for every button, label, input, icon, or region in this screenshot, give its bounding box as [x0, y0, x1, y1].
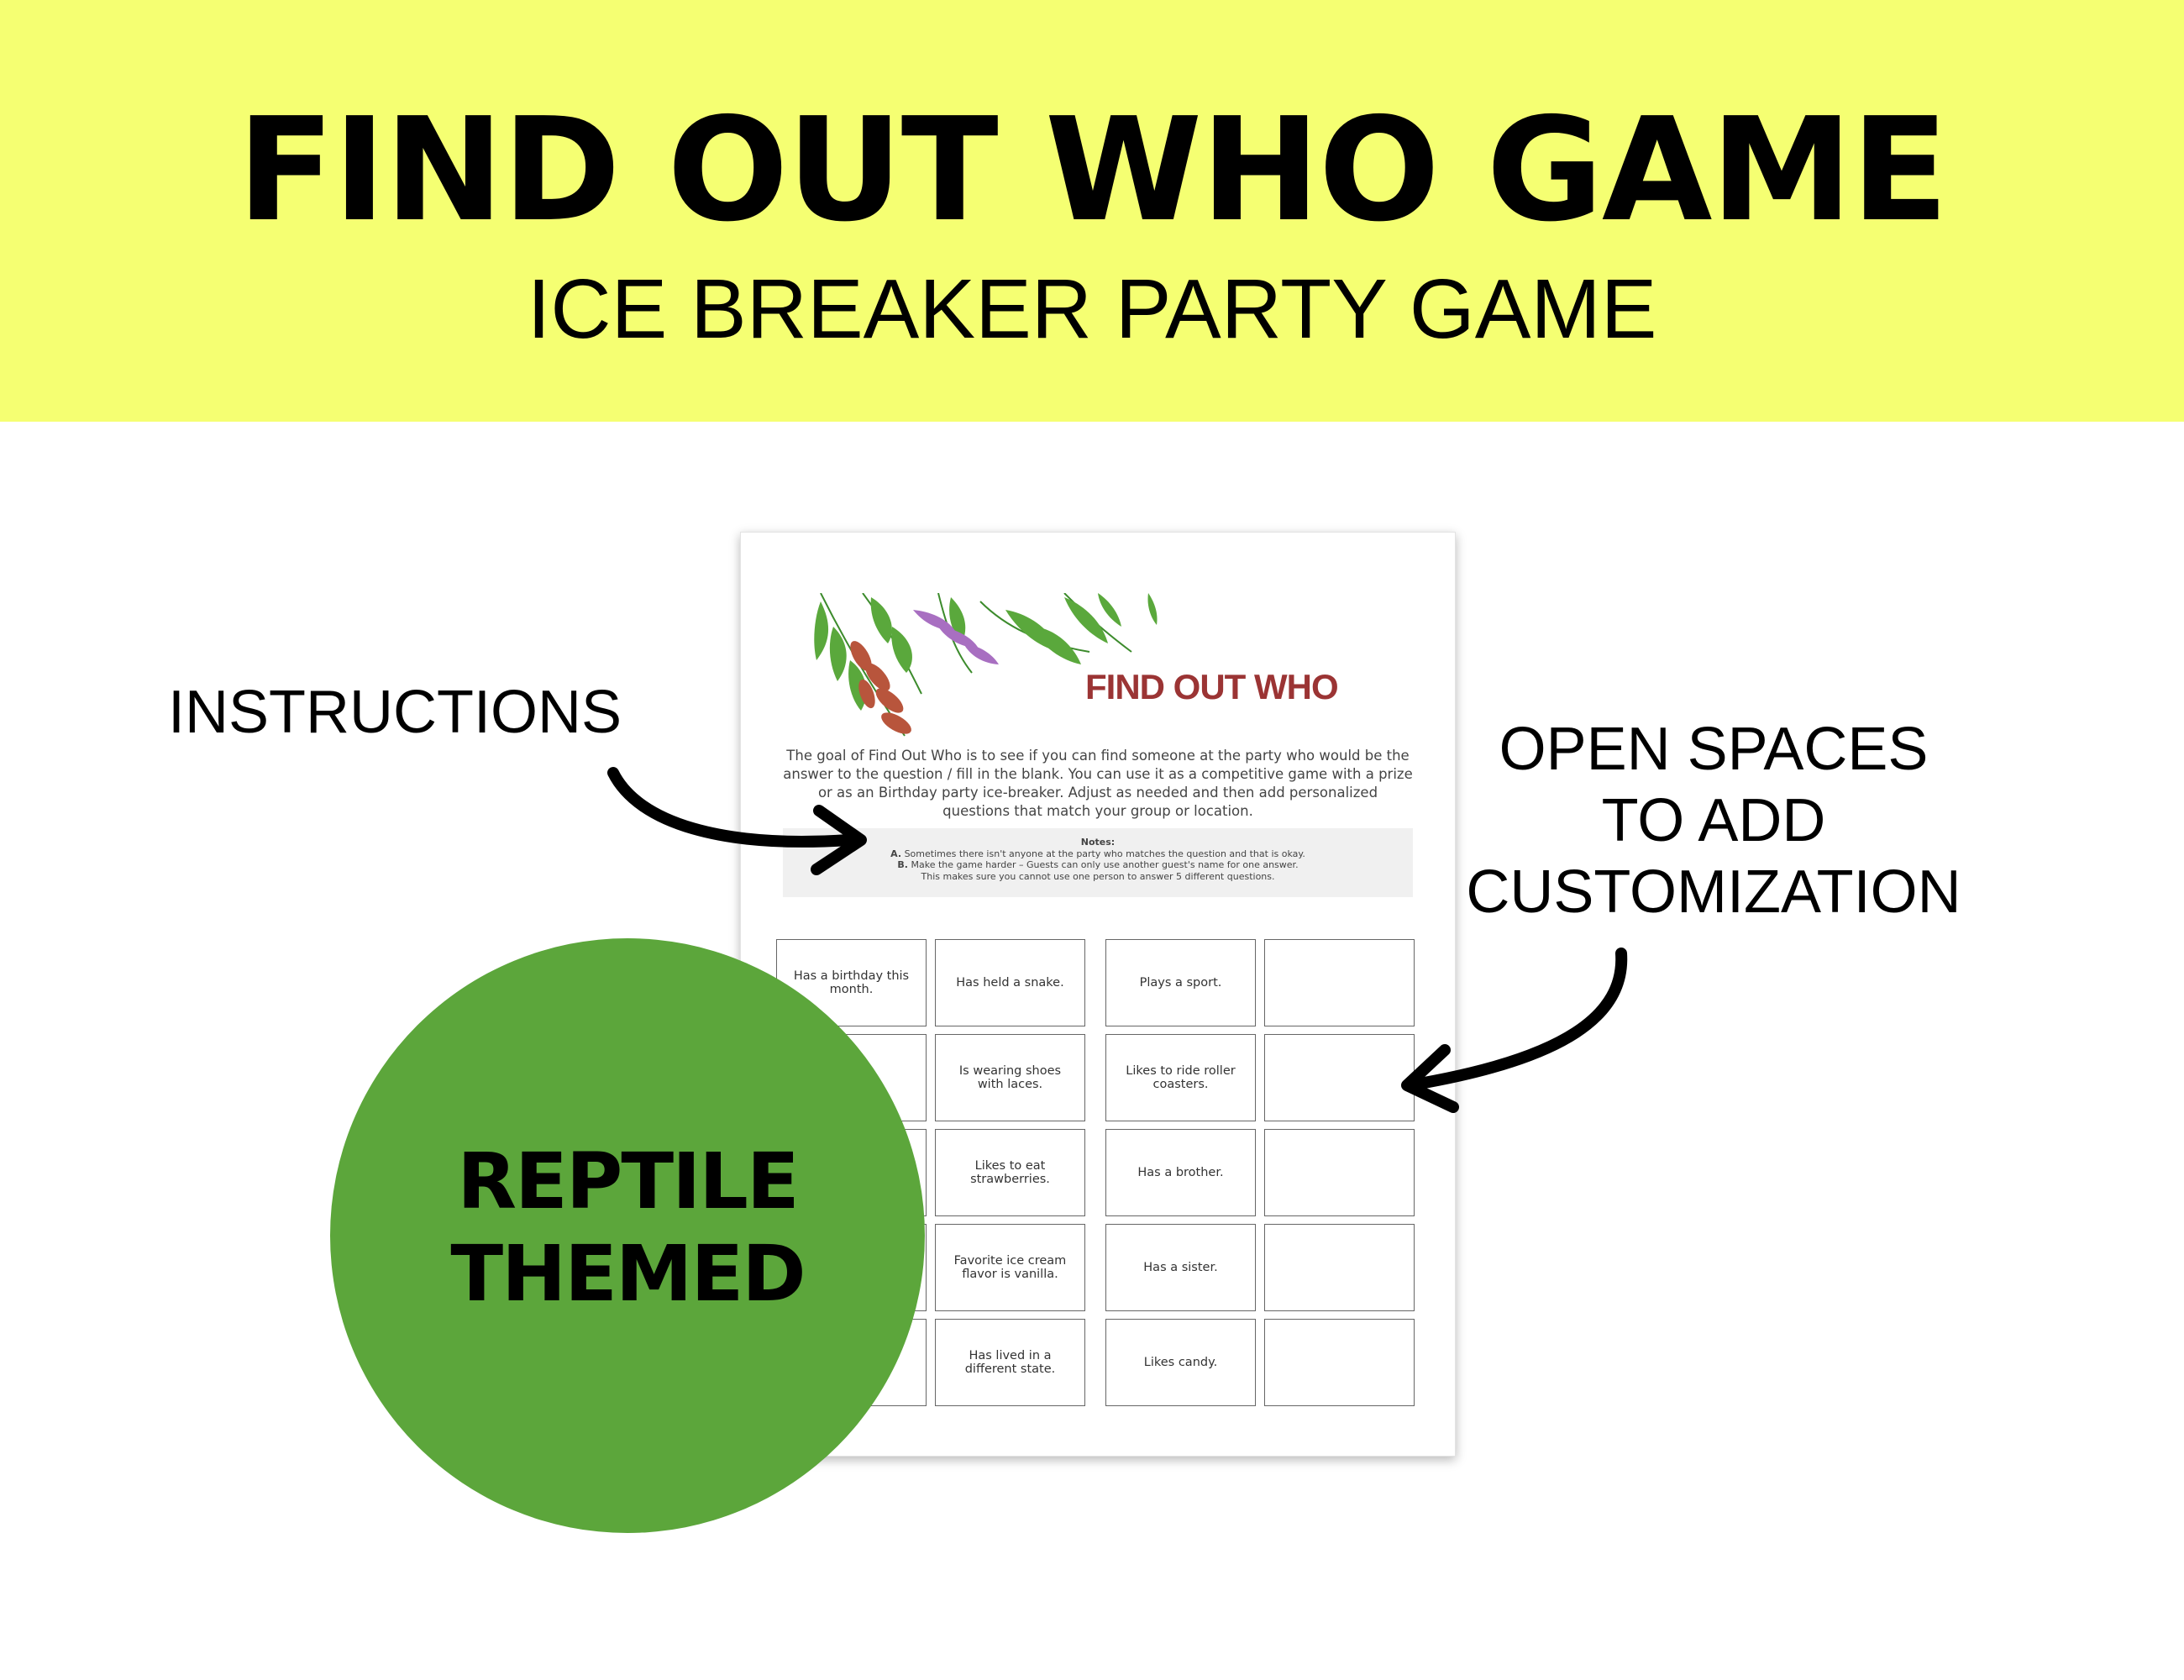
grid-cell — [1264, 1034, 1415, 1121]
grid-cell — [1264, 939, 1415, 1026]
grid-cell: Plays a sport. — [1105, 939, 1256, 1026]
grid-cell — [1264, 1319, 1415, 1406]
header-banner: FIND OUT WHO GAME ICE BREAKER PARTY GAME — [0, 0, 2184, 422]
sheet-title: FIND OUT WHO — [1085, 667, 1339, 706]
reptile-themed-badge: REPTILE THEMED — [330, 938, 925, 1533]
grid-cell: Likes candy. — [1105, 1319, 1256, 1406]
note-b: B. Make the game harder – Guests can onl… — [897, 859, 1299, 870]
sheet-notes-box: Notes: A. Sometimes there isn't anyone a… — [783, 828, 1413, 897]
open-spaces-callout: OPEN SPACES TO ADD CUSTOMIZATION — [1466, 716, 1961, 926]
grid-cell: Has lived in a different state. — [935, 1319, 1085, 1406]
note-a: A. Sometimes there isn't anyone at the p… — [890, 848, 1305, 859]
question-grid: Has a birthday this month.Has held a sna… — [776, 939, 1420, 1406]
grid-cell: Has held a snake. — [935, 939, 1085, 1026]
grid-cell: Has a brother. — [1105, 1129, 1256, 1216]
grid-cell: Is wearing shoes with laces. — [935, 1034, 1085, 1121]
grid-cell: Has a sister. — [1105, 1224, 1256, 1311]
grid-cell — [1264, 1129, 1415, 1216]
notes-heading: Notes: — [1080, 837, 1116, 848]
page-title: FIND OUT WHO GAME — [237, 87, 1949, 254]
sheet-instructions-text: The goal of Find Out Who is to see if yo… — [783, 748, 1413, 819]
note-b-continued: This makes sure you cannot use one perso… — [921, 870, 1275, 882]
tropical-leaves-illustration — [814, 593, 1158, 737]
grid-cell: Favorite ice cream flavor is vanilla. — [935, 1224, 1085, 1311]
instructions-callout: INSTRUCTIONS — [168, 679, 622, 746]
page-subtitle: ICE BREAKER PARTY GAME — [527, 262, 1657, 356]
grid-cell — [1264, 1224, 1415, 1311]
grid-cell: Likes to ride roller coasters. — [1105, 1034, 1256, 1121]
grid-cell: Likes to eat strawberries. — [935, 1129, 1085, 1216]
badge-text: REPTILE THEMED — [450, 1137, 806, 1319]
